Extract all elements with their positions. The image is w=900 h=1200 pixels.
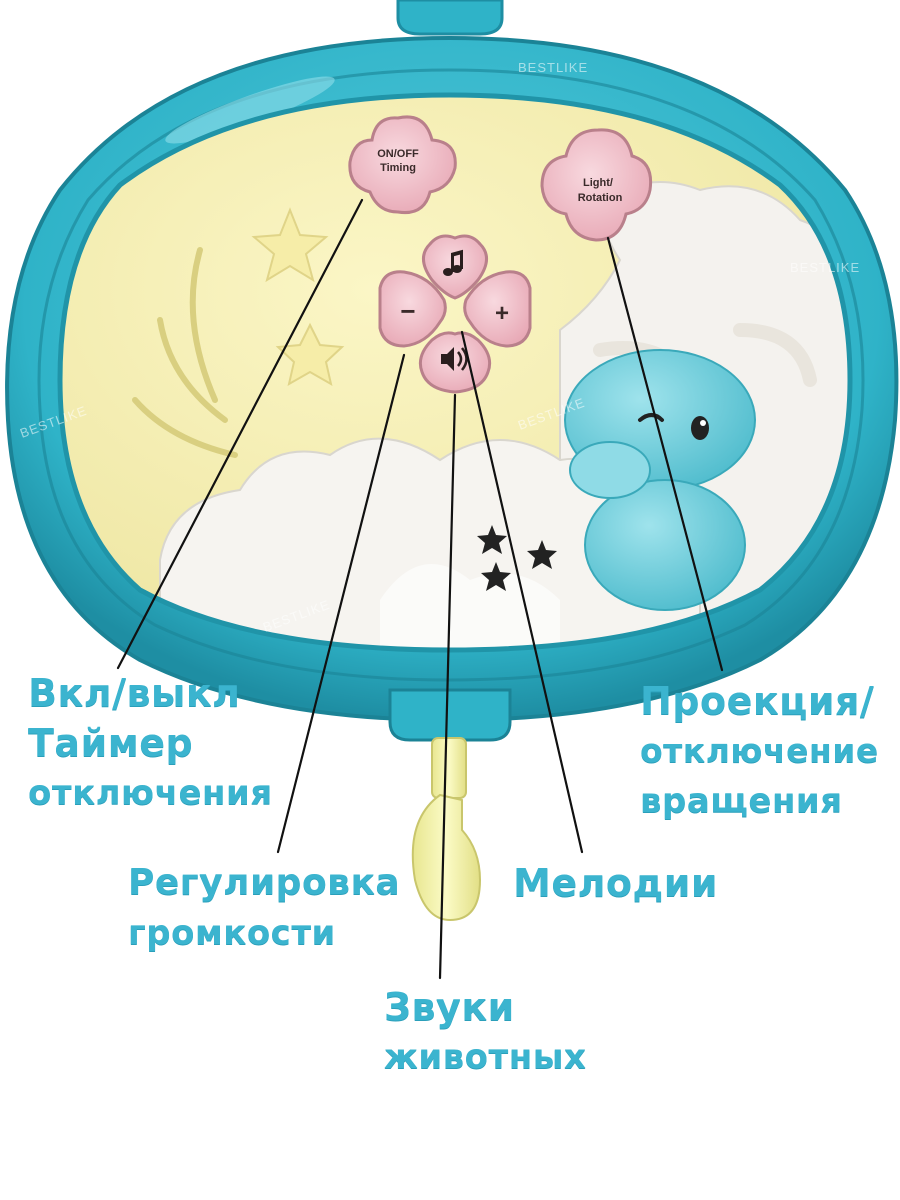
power-timer-caption: Вкл/выкл Таймер отключения (28, 668, 273, 818)
caption-line: вращения (640, 781, 843, 821)
shooting-star-grooves (132, 247, 238, 458)
pointer-projection (606, 236, 724, 672)
control-panel-face (60, 95, 850, 650)
pointer-animals (438, 393, 457, 980)
timing-label: Timing (380, 162, 416, 174)
on-off-label: ON/OFF (377, 148, 419, 160)
pointer-volume (276, 353, 406, 854)
watermark: BESTLIKE (790, 260, 860, 275)
caption-line: Проекция/ (640, 679, 875, 723)
projector-stars (477, 525, 557, 591)
animal-sounds-caption: Звуки животных (384, 982, 586, 1082)
speaker-icon (441, 347, 468, 371)
panel-rim (57, 92, 853, 653)
volume-up-button[interactable]: + (463, 270, 532, 348)
baby-dragon-figure (564, 323, 817, 611)
watermark: BESTLIKE (518, 60, 588, 75)
volume-down-button[interactable]: − (378, 270, 447, 348)
caption-line: отключения (28, 773, 273, 813)
music-note-icon (443, 249, 463, 276)
bottom-socket (388, 688, 512, 742)
light-rotation-button[interactable]: Light/ Rotation (540, 128, 653, 242)
embossed-star (251, 207, 329, 283)
pointer-power (116, 198, 364, 670)
caption-line: громкости (128, 913, 336, 953)
hanging-hook (411, 737, 482, 922)
light-label: Light/ (583, 177, 613, 189)
projection-rotation-caption: Проекция/ отключение вращения (640, 676, 879, 826)
volume-control-caption: Регулировка громкости (128, 858, 400, 958)
top-hanger (396, 0, 504, 36)
melodies-caption: Мелодии (513, 858, 718, 908)
pointer-melodies (460, 330, 584, 854)
caption-line: Звуки (384, 985, 515, 1029)
caption-line: Регулировка (128, 862, 401, 903)
caption-line: животных (384, 1037, 587, 1077)
on-off-timing-button[interactable]: ON/OFF Timing (348, 115, 457, 215)
caption-line: Мелодии (513, 861, 718, 905)
caption-line: отключение (640, 731, 879, 770)
animal-sounds-button[interactable] (418, 331, 492, 394)
caption-line: Вкл/выкл (28, 671, 241, 715)
caption-line: Таймер (28, 721, 194, 765)
minus-icon: − (400, 296, 415, 326)
plus-icon: + (495, 300, 509, 327)
rotation-label: Rotation (578, 192, 623, 204)
melody-button[interactable] (422, 234, 488, 300)
callout-lines (116, 198, 724, 980)
